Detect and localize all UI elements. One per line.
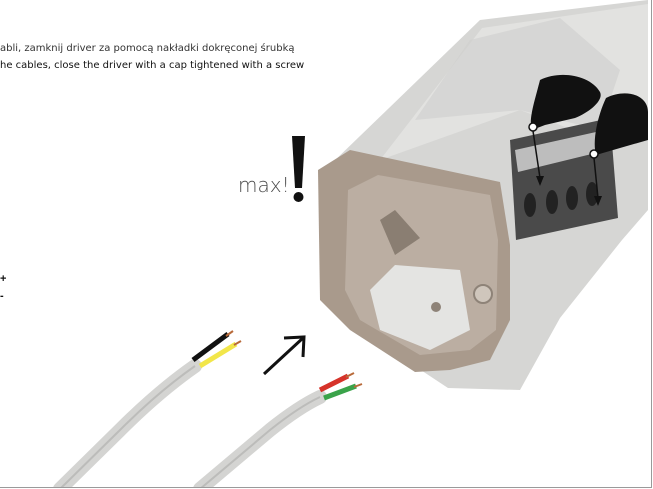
arrow-icon <box>264 337 304 374</box>
instruction-text: abli, zamknij driver za pomocą nakładki … <box>0 40 304 74</box>
screw <box>474 285 492 303</box>
cable-1-wire-yellow <box>200 344 236 366</box>
polarity-minus: - <box>0 290 4 302</box>
cable-1-wire-black <box>193 334 228 360</box>
polarity-plus: + <box>0 273 6 285</box>
cable-2-wire-red <box>320 376 348 390</box>
screw-hole <box>431 302 441 312</box>
instruction-pl: abli, zamknij driver za pomocą nakładki … <box>0 43 295 54</box>
max-warning-label: max! <box>238 173 290 197</box>
exclamation-icon <box>292 136 305 202</box>
instruction-en: he cables, close the driver with a cap t… <box>0 60 304 71</box>
